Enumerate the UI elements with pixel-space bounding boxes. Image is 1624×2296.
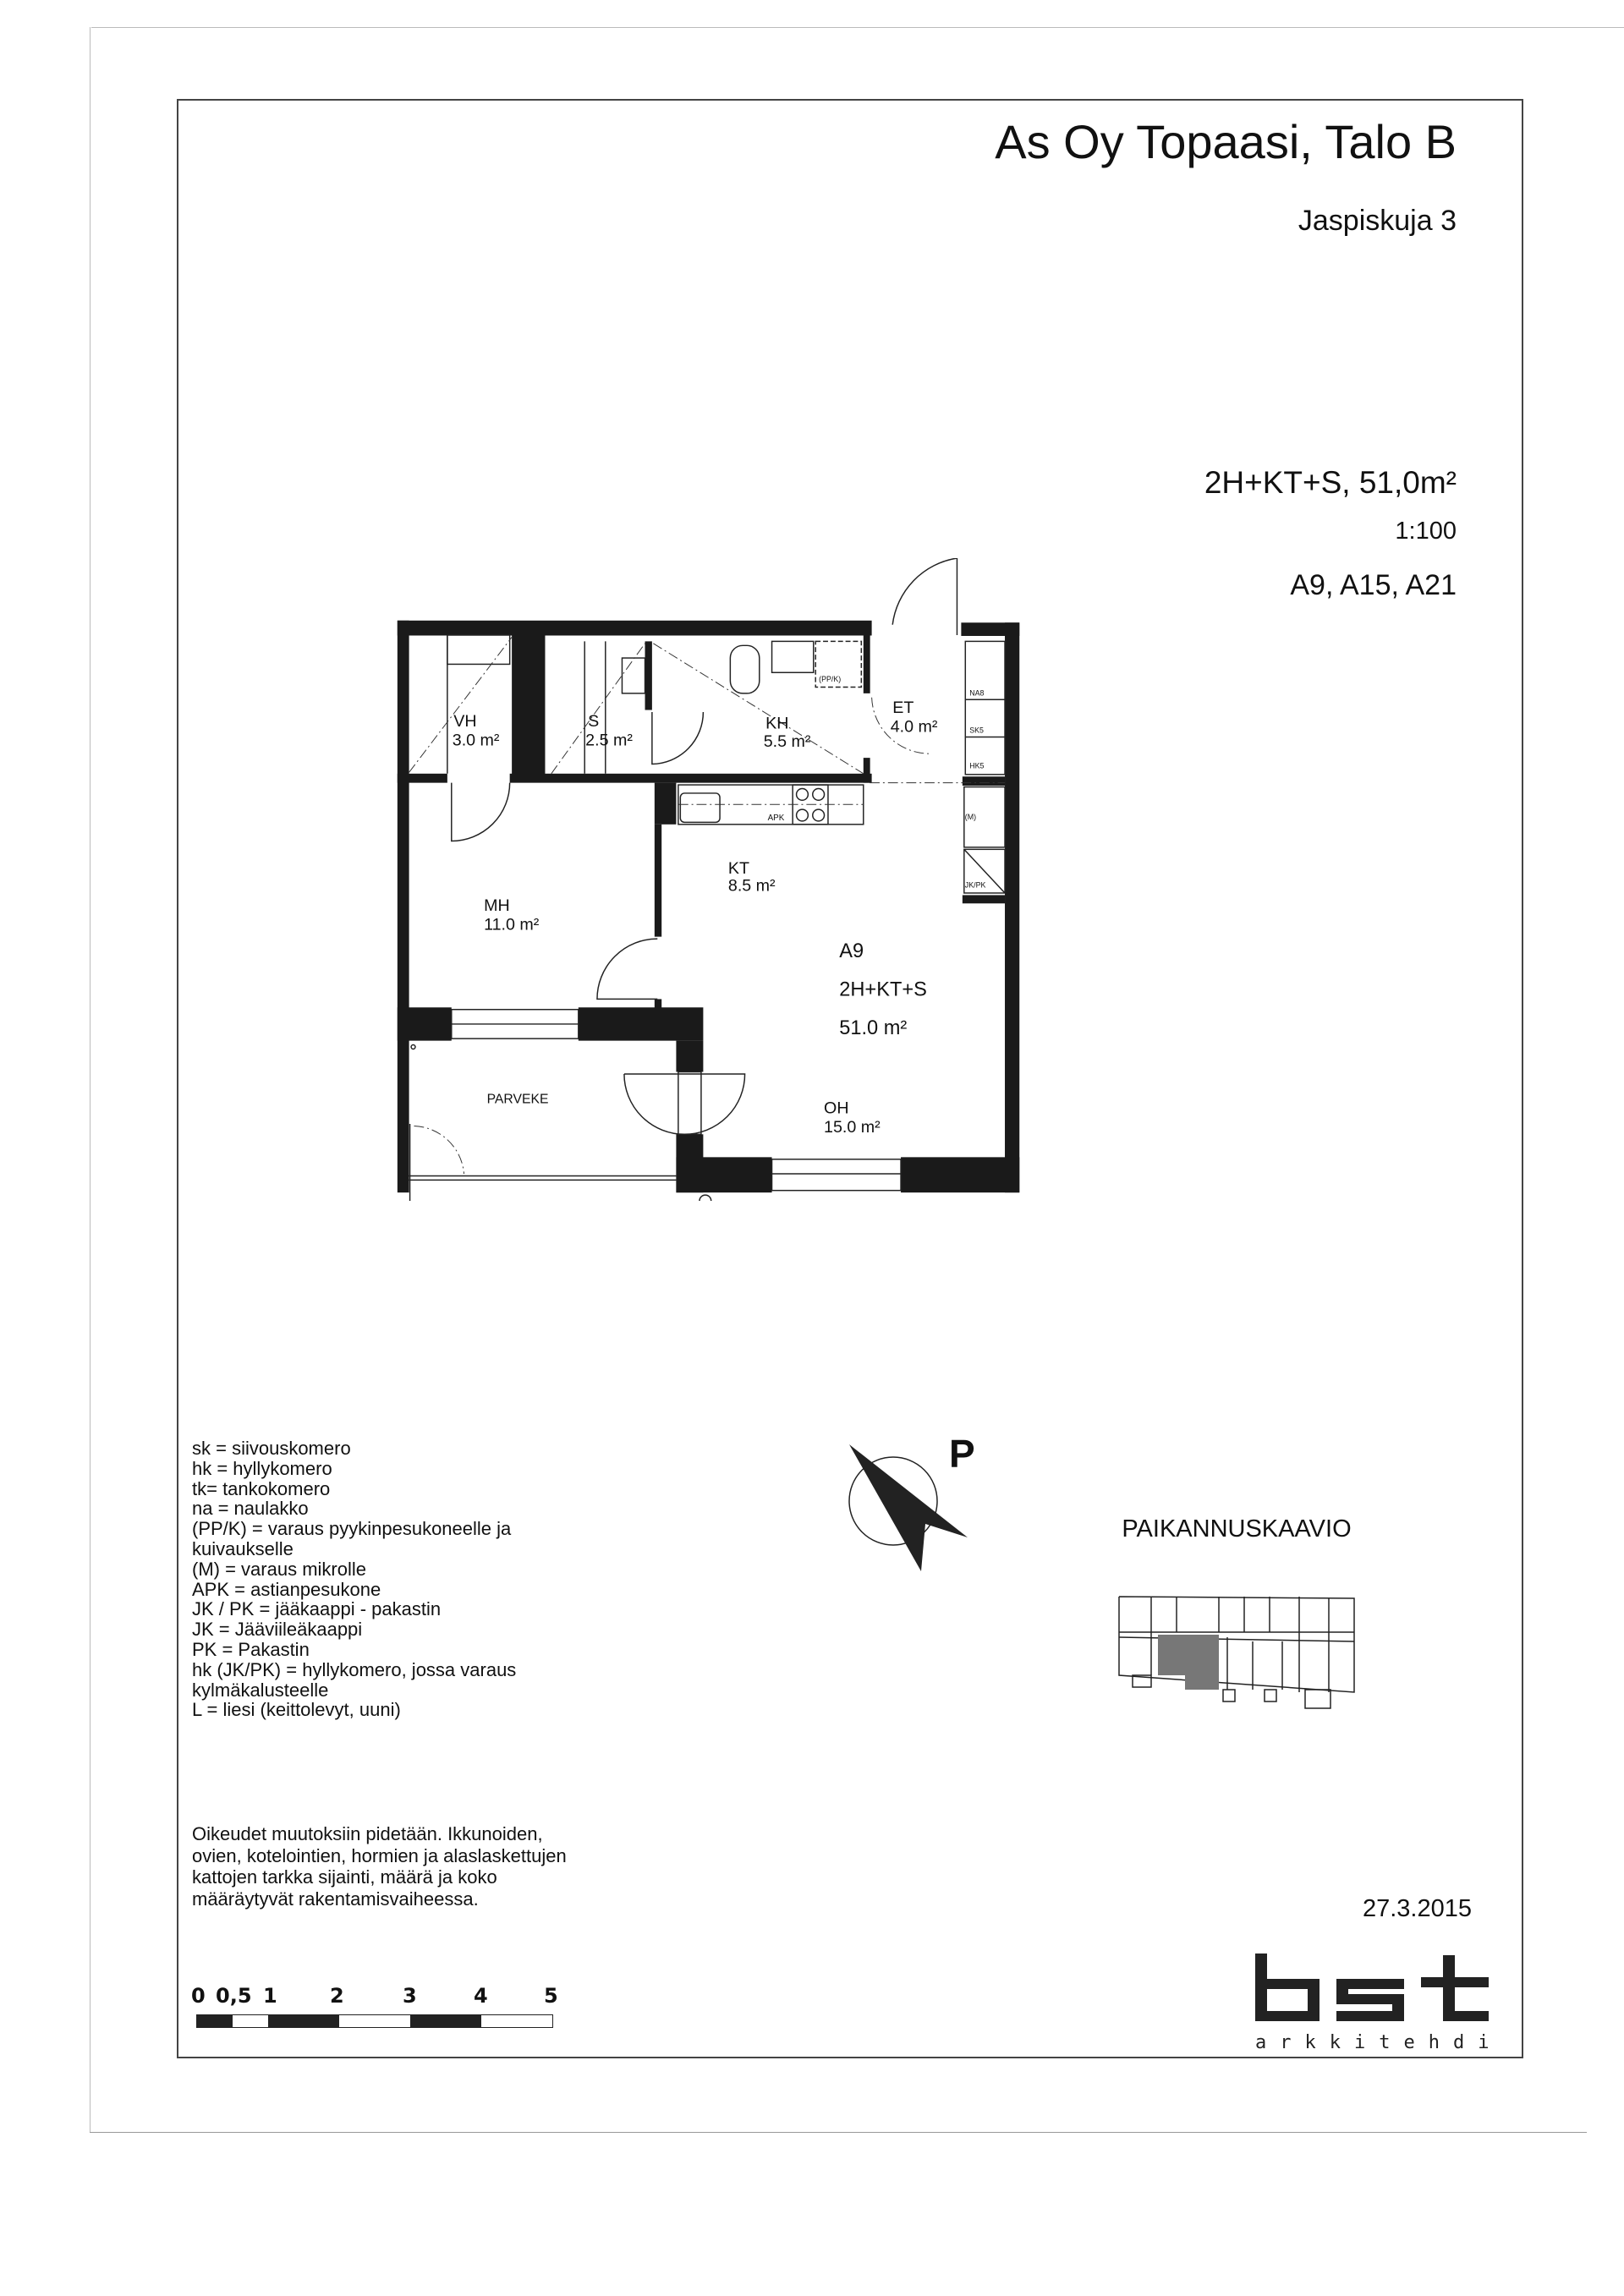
positioning-diagram (1118, 1596, 1355, 1709)
north-label: P (949, 1432, 975, 1476)
scale-label: 1 (263, 1984, 277, 2008)
apartment-area: 51.0 m² (839, 1017, 907, 1039)
apartment-units: A9, A15, A21 (1290, 569, 1457, 601)
room-area-oh: 15.0 m² (824, 1118, 881, 1137)
legend-item: PK = Pakastin (192, 1638, 310, 1660)
scale-label: 3 (403, 1984, 417, 2008)
legend-item: tk= tankokomero (192, 1477, 331, 1499)
room-area-mh: 11.0 m² (484, 915, 540, 934)
drawing-date: 27.3.2015 (1362, 1895, 1472, 1922)
drawing-scale: 1:100 (1395, 518, 1457, 545)
fixture-sk: SK5 (969, 726, 984, 735)
walls (397, 620, 1020, 1193)
fixture-ppk: (PP/K) (819, 675, 841, 683)
scale-bar-graphic (196, 2014, 553, 2028)
apartment-type-area: 2H+KT+S, 51,0m² (1204, 465, 1457, 500)
legend-item: (M) = varaus mikrolle (192, 1558, 366, 1580)
abbreviation-legend: sk = siivouskomero hk = hyllykomero tk= … (192, 1438, 556, 1720)
plan-details (409, 558, 1006, 1201)
apartment-type: 2H+KT+S (839, 978, 927, 1000)
bst-logo-mark: arkkitehdit (1255, 1954, 1514, 2053)
fixture-jkpk: JK/PK (965, 881, 986, 890)
page-border-top (91, 27, 1624, 28)
disclaimer-text: Oikeudet muutoksiin pidetään. Ikkunoiden… (192, 1823, 567, 1910)
balcony-label: PARVEKE (487, 1092, 549, 1106)
drawing-frame (177, 99, 1523, 2058)
bst-logo: arkkitehdit (1252, 1945, 1514, 2055)
room-area-kt: 8.5 m² (728, 877, 776, 896)
dashed-lines (409, 637, 1006, 1175)
fixture-na: NA8 (969, 688, 984, 697)
page-border-left (90, 27, 91, 2133)
room-code-kt: KT (728, 859, 749, 878)
fixture-hk: HK5 (969, 761, 984, 770)
scale-label: 2 (330, 1984, 344, 2008)
scale-label: 4 (474, 1984, 488, 2008)
scale-label: 5 (544, 1984, 558, 2008)
legend-item: sk = siivouskomero (192, 1438, 351, 1459)
scale-label: 0 (191, 1984, 206, 2008)
room-code-mh: MH (484, 896, 510, 915)
legend-item: na = naulakko (192, 1498, 309, 1520)
legend-item: JK / PK = jääkaappi - pakastin (192, 1598, 442, 1620)
room-labels: VH 3.0 m² S 2.5 m² KH 5.5 m² ET 4.0 m² K… (453, 675, 986, 1137)
room-code-et: ET (892, 699, 914, 717)
fixture-m: (M) (965, 813, 976, 821)
page-border-bottom (90, 2132, 1587, 2133)
scale-label: 0,5 (216, 1984, 252, 2008)
fixture-apk: APK (768, 814, 785, 823)
positioning-title: PAIKANNUSKAAVIO (1122, 1515, 1352, 1543)
legend-item: hk = hyllykomero (192, 1457, 332, 1479)
legend-item: L = liesi (keittolevyt, uuni) (192, 1699, 401, 1721)
project-title: As Oy Topaasi, Talo B (995, 115, 1457, 168)
legend-item: APK = astianpesukone (192, 1578, 381, 1600)
room-code-s: S (588, 712, 599, 731)
room-area-kh: 5.5 m² (764, 732, 811, 751)
room-area-s: 2.5 m² (585, 731, 633, 749)
legend-item: hk (JK/PK) = hyllykomero, jossa varaus k… (192, 1658, 517, 1701)
north-arrow-icon (848, 1444, 968, 1571)
room-area-vh: 3.0 m² (453, 731, 500, 749)
room-code-vh: VH (453, 712, 476, 731)
project-address: Jaspiskuja 3 (1298, 205, 1457, 237)
room-area-et: 4.0 m² (891, 718, 938, 737)
floor-plan: VH 3.0 m² S 2.5 m² KH 5.5 m² ET 4.0 m² K… (397, 558, 1020, 1201)
legend-item: JK = Jääviileäkaappi (192, 1619, 363, 1641)
logo-subtitle: arkkitehdit (1255, 2032, 1493, 2053)
apartment-id: A9 (839, 940, 864, 962)
room-code-oh: OH (824, 1099, 848, 1118)
legend-item: (PP/K) = varaus pyykinpesukoneelle ja ku… (192, 1518, 512, 1559)
room-code-kh: KH (765, 715, 788, 733)
